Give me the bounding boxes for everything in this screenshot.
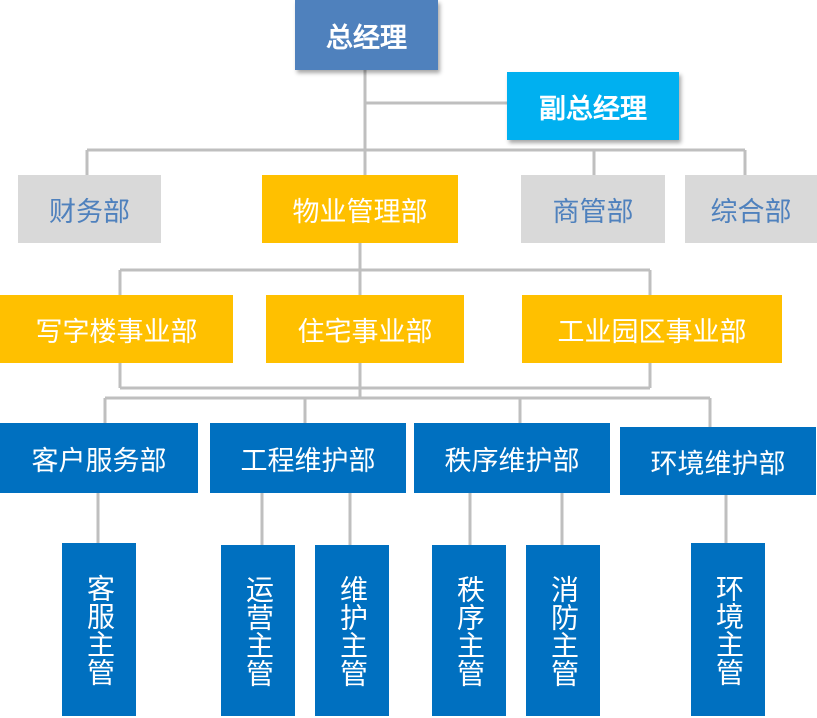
industrial-park-unit-label: 工业园区事业部 (557, 316, 747, 348)
environment-supervisor-label: 环境主管 (712, 573, 745, 686)
deputy-general-manager-box: 副总经理 (507, 72, 679, 140)
finance-department-label: 财务部 (49, 196, 130, 228)
order-maintenance-department-box: 秩序维护部 (414, 423, 610, 493)
general-manager-label: 总经理 (326, 22, 407, 54)
office-building-unit-box: 写字楼事业部 (0, 295, 233, 363)
maintenance-supervisor-box: 维护主管 (315, 545, 389, 716)
environment-maintenance-department-box: 环境维护部 (620, 427, 816, 495)
commercial-management-department-box: 商管部 (521, 175, 665, 243)
customer-service-department-label: 客户服务部 (31, 445, 167, 477)
residential-unit-box: 住宅事业部 (266, 295, 464, 363)
maintenance-supervisor-label: 维护主管 (336, 574, 369, 687)
commercial-management-department-label: 商管部 (552, 196, 634, 228)
residential-unit-label: 住宅事业部 (297, 316, 433, 348)
order-supervisor-label: 秩序主管 (453, 574, 486, 687)
operations-supervisor-label: 运营主管 (242, 574, 275, 687)
environment-supervisor-box: 环境主管 (691, 543, 765, 716)
operations-supervisor-box: 运营主管 (221, 545, 295, 716)
order-maintenance-department-label: 秩序维护部 (444, 445, 580, 477)
deputy-general-manager-label: 副总经理 (539, 93, 647, 125)
customer-service-supervisor-label: 客服主管 (83, 573, 116, 686)
property-management-department-box: 物业管理部 (262, 175, 458, 243)
property-management-department-label: 物业管理部 (292, 196, 428, 228)
general-affairs-department-box: 综合部 (685, 175, 817, 243)
industrial-park-unit-box: 工业园区事业部 (522, 295, 782, 363)
engineering-maintenance-department-label: 工程维护部 (240, 445, 376, 477)
fire-protection-supervisor-label: 消防主管 (547, 574, 580, 687)
finance-department-box: 财务部 (18, 175, 161, 243)
customer-service-supervisor-box: 客服主管 (62, 543, 136, 716)
order-supervisor-box: 秩序主管 (432, 545, 506, 716)
customer-service-department-box: 客户服务部 (0, 423, 198, 493)
fire-protection-supervisor-box: 消防主管 (526, 545, 600, 716)
engineering-maintenance-department-box: 工程维护部 (210, 423, 406, 493)
environment-maintenance-department-label: 环境维护部 (650, 448, 786, 480)
general-affairs-department-label: 综合部 (710, 196, 792, 228)
office-building-unit-label: 写字楼事业部 (35, 316, 198, 348)
general-manager-box: 总经理 (295, 0, 438, 70)
